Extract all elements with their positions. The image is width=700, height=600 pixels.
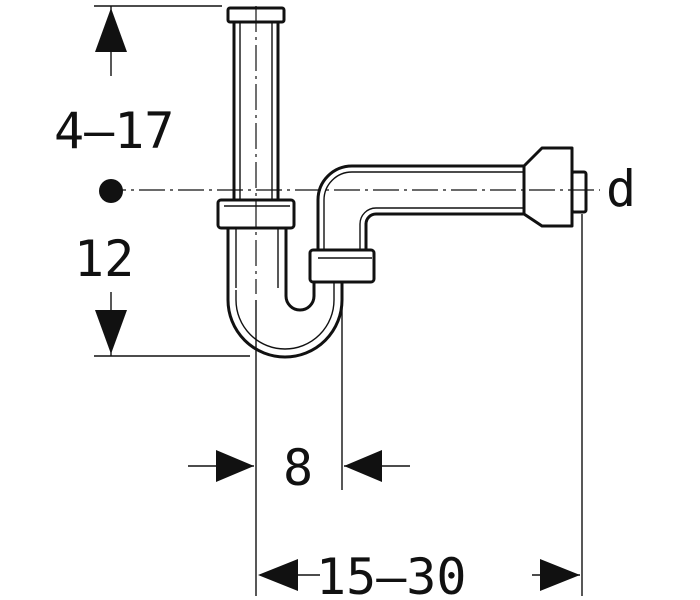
center-point-dot-icon (99, 179, 123, 203)
wall-distance-label: 15–30 (316, 548, 467, 600)
arrowhead-left-icon (258, 559, 298, 591)
arrowhead-right-icon (540, 559, 580, 591)
drop-label: 12 (74, 230, 134, 288)
pipe-inner-lines (224, 22, 524, 350)
arrowheads (95, 8, 580, 591)
outlet-slip-nut (308, 248, 376, 284)
u-bend-outer (226, 280, 344, 359)
u-bend-inner (284, 280, 316, 312)
center-lines (100, 6, 600, 294)
extension-lines (94, 5, 583, 596)
arrowhead-down-icon (95, 310, 127, 354)
wall-rosette (522, 146, 574, 228)
arrowhead-right-icon (216, 450, 254, 482)
arrowhead-up-icon (95, 8, 127, 52)
trap-pipe (216, 6, 588, 359)
outlet-end-cap (570, 170, 588, 214)
arrowhead-left-icon (344, 450, 382, 482)
height-range-label: 4–17 (54, 102, 174, 160)
elbow-outer (316, 164, 526, 202)
elbow-inner (364, 212, 526, 226)
outlet-diameter-label: d (606, 160, 636, 218)
outlet-offset-label: 8 (283, 439, 313, 497)
